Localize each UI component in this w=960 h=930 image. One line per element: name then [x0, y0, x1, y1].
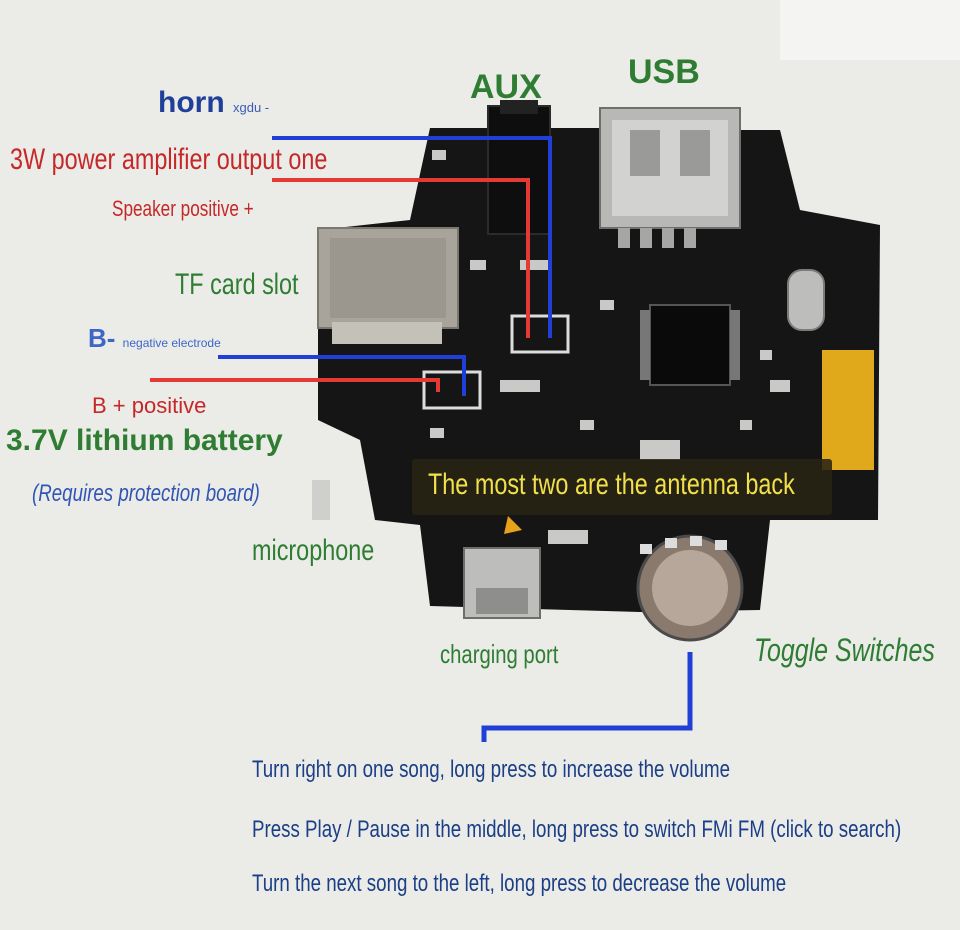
amp-label: 3W power amplifier output one [10, 145, 327, 175]
b-minus-text: B- [88, 323, 116, 353]
note-middle: Press Play / Pause in the middle, long p… [252, 816, 901, 844]
aux-text: AUX [470, 68, 542, 106]
switch-wire [481, 652, 693, 742]
antenna-label: The most two are the antenna back [428, 470, 795, 500]
smd-components [430, 150, 790, 544]
protection-label: (Requires protection board) [32, 482, 260, 506]
charging-label: charging port [440, 641, 558, 667]
microphone-part [312, 480, 330, 520]
aux-label: AUX [470, 70, 542, 104]
b-plus-label: B + positive [92, 395, 206, 417]
speaker-pos-wire [272, 178, 530, 338]
amp-text: 3W power amplifier output one [10, 143, 328, 176]
antenna-text: The most two are the antenna back [428, 468, 795, 501]
b-plus-wire [150, 378, 440, 392]
note-left-text: Turn the next song to the left, long pre… [252, 870, 787, 897]
aux-jack [487, 100, 551, 235]
pad-battery [422, 370, 482, 410]
b-minus-label: B- negative electrode [88, 325, 221, 351]
pad-speaker [510, 314, 570, 354]
charging-text: charging port [440, 639, 559, 669]
protection-text: (Requires protection board) [32, 480, 260, 507]
main-ic [640, 304, 740, 386]
note-right-text: Turn right on one song, long press to in… [252, 756, 730, 783]
speaker-pos-label: Speaker positive + [112, 198, 254, 220]
antenna-label-box [412, 459, 832, 515]
horn-small-text: xgdu - [233, 100, 270, 115]
toggle-text: Toggle Switches [754, 632, 935, 668]
tf-text: TF card slot [175, 268, 299, 301]
antenna-arrow [504, 516, 522, 534]
micro-usb-port [463, 547, 541, 619]
horn-label: horn xgdu - [158, 88, 269, 118]
b-minus-small-text: negative electrode [122, 336, 221, 350]
battery-text: 3.7V lithium battery [6, 424, 283, 457]
note-right: Turn right on one song, long press to in… [252, 756, 730, 784]
usb-text: USB [628, 53, 700, 91]
microphone-text: microphone [252, 534, 375, 567]
note-middle-text: Press Play / Pause in the middle, long p… [252, 816, 902, 843]
microphone-label: microphone [252, 536, 374, 566]
toggle-switch [636, 534, 744, 642]
toggle-label: Toggle Switches [754, 634, 935, 666]
b-minus-wire [218, 355, 466, 396]
speaker-pos-text: Speaker positive + [112, 196, 254, 221]
horn-wire [272, 136, 552, 338]
tf-label: TF card slot [175, 270, 299, 300]
note-left: Turn the next song to the left, long pre… [252, 870, 786, 898]
b-plus-text: B + positive [92, 393, 207, 418]
crystal [787, 269, 825, 331]
usb-port [599, 107, 741, 248]
horn-text: horn [158, 86, 225, 119]
usb-label: USB [628, 55, 700, 89]
pointer-lines [150, 136, 693, 742]
antenna-trace [822, 350, 874, 470]
tf-card-slot [317, 227, 459, 344]
battery-label: 3.7V lithium battery [6, 426, 283, 456]
